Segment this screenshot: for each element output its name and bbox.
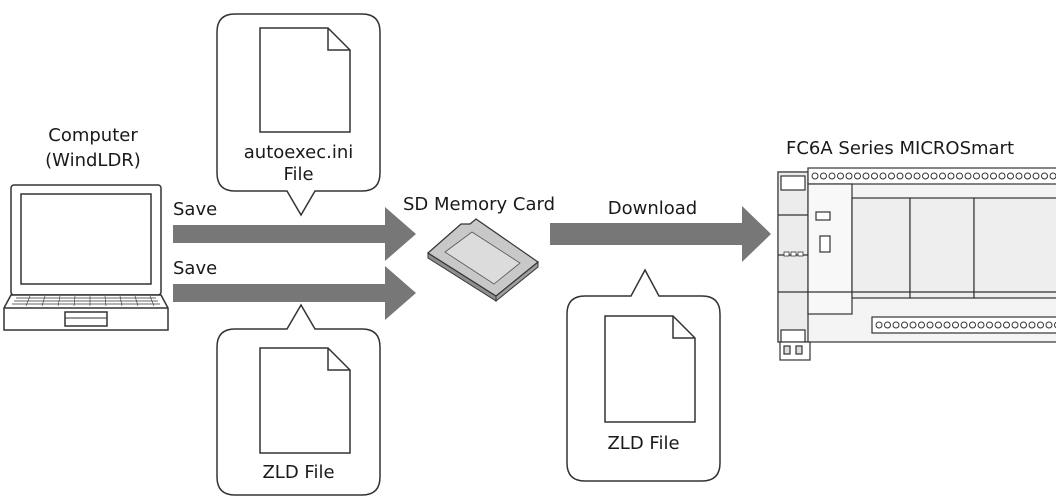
terminal-screw-icon (845, 172, 853, 180)
callout-autoexec (216, 13, 381, 217)
terminal-screw-icon (909, 321, 917, 329)
terminal-screw-icon (1045, 321, 1053, 329)
terminal-screw-icon (862, 172, 870, 180)
save-label-bottom: Save (173, 258, 218, 279)
terminal-screw-icon (977, 321, 985, 329)
callout-zld-save (216, 303, 381, 496)
terminal-screw-icon (1032, 172, 1040, 180)
terminal-screw-icon (1011, 321, 1019, 329)
save-arrow-bottom (173, 266, 416, 320)
terminal-screw-icon (922, 172, 929, 180)
terminal-screw-icon (1007, 172, 1014, 180)
computer-sublabel: (WindLDR) (45, 150, 141, 171)
plc-label: FC6A Series MICROSmart (786, 138, 1015, 159)
terminal-screw-icon (964, 172, 972, 180)
terminal-screw-icon (879, 172, 887, 180)
terminal-screw-icon (956, 172, 963, 180)
terminal-screw-icon (875, 321, 883, 329)
terminal-screw-icon (998, 172, 1006, 180)
computer-label: Computer (48, 125, 138, 146)
terminal-screw-icon (994, 321, 1002, 329)
zld-file-label-save: ZLD File (262, 462, 335, 483)
terminal-screw-icon (935, 321, 942, 329)
terminal-screw-icon (960, 321, 968, 329)
terminal-screw-icon (837, 172, 844, 180)
plc-device-icon (777, 167, 1056, 361)
terminal-screw-icon (1020, 321, 1027, 329)
terminal-screw-icon (913, 172, 921, 180)
terminal-screw-icon (947, 172, 955, 180)
autoexec-file-sublabel: File (283, 164, 314, 185)
terminal-screw-icon (939, 172, 946, 180)
terminal-screw-icon (888, 172, 895, 180)
terminal-screw-icon (952, 321, 959, 329)
terminal-screw-icon (1049, 172, 1056, 180)
plc-terminals (811, 172, 1056, 329)
download-label: Download (607, 198, 698, 219)
sd-card-label: SD Memory Card (403, 194, 556, 215)
terminal-screw-icon (871, 172, 878, 180)
terminal-screw-icon (828, 172, 836, 180)
terminal-screw-icon (905, 172, 912, 180)
terminal-screw-icon (892, 321, 900, 329)
zld-file-label-download: ZLD File (607, 433, 680, 454)
terminal-screw-icon (969, 321, 976, 329)
file-icon (259, 27, 351, 133)
terminal-screw-icon (820, 172, 827, 180)
file-icon (604, 315, 696, 423)
terminal-screw-icon (854, 172, 861, 180)
terminal-screw-icon (1024, 172, 1031, 180)
terminal-screw-icon (990, 172, 997, 180)
terminal-screw-icon (943, 321, 951, 329)
sd-card-icon (427, 218, 539, 303)
file-icon (259, 347, 351, 454)
autoexec-file-label: autoexec.ini (243, 142, 354, 163)
terminal-screw-icon (930, 172, 938, 180)
save-label-top: Save (173, 199, 218, 220)
terminal-screw-icon (1028, 321, 1036, 329)
terminal-screw-icon (896, 172, 904, 180)
terminal-screw-icon (918, 321, 925, 329)
terminal-screw-icon (981, 172, 989, 180)
laptop-icon (3, 184, 169, 331)
save-arrow-top (173, 207, 416, 261)
terminal-screw-icon (811, 172, 819, 180)
download-arrow (550, 206, 771, 262)
terminal-screw-icon (1041, 172, 1048, 180)
terminal-screw-icon (973, 172, 980, 180)
terminal-screw-icon (901, 321, 908, 329)
terminal-screw-icon (986, 321, 993, 329)
callout-zld-download (566, 268, 721, 482)
terminal-screw-icon (1015, 172, 1023, 180)
terminal-screw-icon (1003, 321, 1010, 329)
terminal-screw-icon (1037, 321, 1044, 329)
terminal-screw-icon (926, 321, 934, 329)
terminal-screw-icon (884, 321, 891, 329)
